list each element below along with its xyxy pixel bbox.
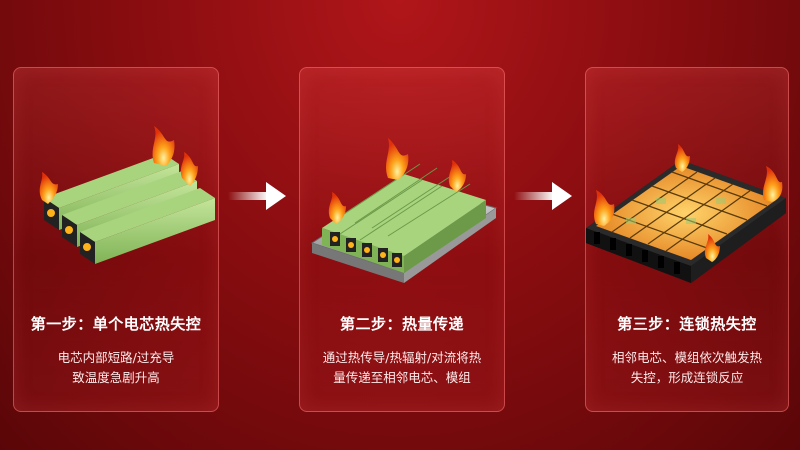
arrow-right-icon xyxy=(514,182,572,210)
step-title: 第一步：单个电芯热失控 xyxy=(30,315,202,333)
burning-cells-illustration xyxy=(39,126,215,264)
step-description: 相邻电芯、模组依次触发热 失控，形成连锁反应 xyxy=(611,350,762,385)
flame-icon xyxy=(594,144,783,262)
step-title: 第三步：连锁热失控 xyxy=(617,315,757,333)
step-title: 第二步：热量传递 xyxy=(339,315,464,333)
burning-module-illustration xyxy=(310,138,498,283)
cell-group xyxy=(44,154,215,264)
burning-pack-illustration xyxy=(586,144,786,283)
step-1-card: 第一步：单个电芯热失控 电芯内部短路/过充导 致温度急剧升高 xyxy=(13,67,219,412)
flame-icon xyxy=(39,126,198,204)
step-description: 电芯内部短路/过充导 致温度急剧升高 xyxy=(57,350,175,385)
flame-icon xyxy=(328,138,466,224)
step-3-card: 第三步：连锁热失控 相邻电芯、模组依次触发热 失控，形成连锁反应 xyxy=(585,67,789,412)
arrow-right-icon xyxy=(228,182,286,210)
step-2-card: 第二步：热量传递 通过热传导/热辐射/对流将热 量传递至相邻电芯、模组 xyxy=(299,67,505,412)
step-description: 通过热传导/热辐射/对流将热 量传递至相邻电芯、模组 xyxy=(322,350,482,385)
